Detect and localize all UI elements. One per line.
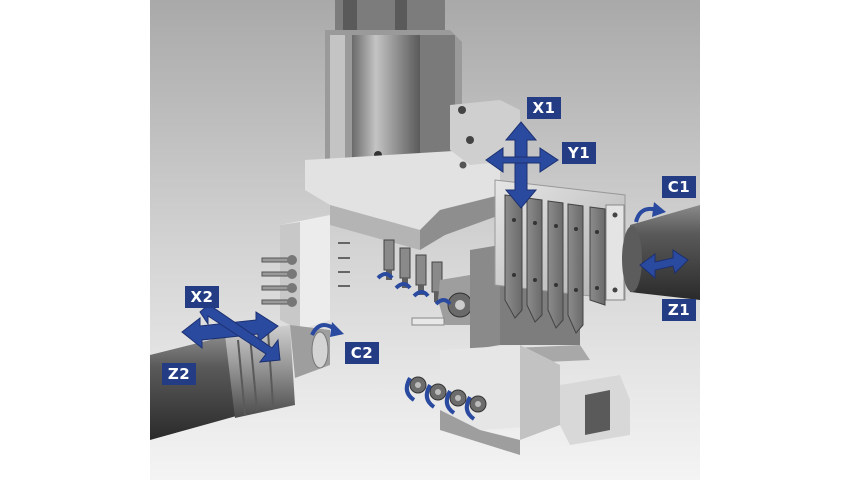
rotation-arrowheads [330, 202, 666, 337]
lower-rotation-arrow-1 [404, 377, 416, 402]
axis-label-c2: C2 [345, 342, 379, 364]
gang-tool-plate [494, 179, 626, 334]
tool-rotation-arrow-4 [434, 298, 452, 306]
axis-label-z1: Z1 [662, 299, 696, 321]
tool-rotation-arrow-2 [394, 282, 412, 290]
tool-rotation-arrow-1 [376, 272, 394, 280]
tool-rotation-arrow-3 [412, 290, 430, 298]
axis-label-y1: Y1 [562, 142, 596, 164]
drill-tools [383, 239, 480, 326]
axis-label-z2: Z2 [162, 363, 196, 385]
spindle-column [325, 0, 462, 175]
lower-rotation-arrow-4 [464, 396, 476, 421]
axis-label-x1: X1 [527, 97, 561, 119]
rotation-arrows [310, 206, 659, 421]
lower-rotation-arrow-3 [444, 390, 456, 415]
motion-arrows [181, 121, 689, 363]
y1-arrow [485, 147, 559, 173]
left-tool-plate [261, 215, 350, 330]
z1-arrow [639, 249, 689, 280]
axis-label-x2: X2 [185, 286, 219, 308]
turret-housing [305, 100, 520, 250]
x1-arrow [504, 121, 538, 209]
right-spindle [622, 205, 700, 300]
axis-label-c1: C1 [662, 176, 696, 198]
lower-tool-block [409, 345, 630, 455]
lower-rotation-arrow-2 [424, 384, 436, 409]
